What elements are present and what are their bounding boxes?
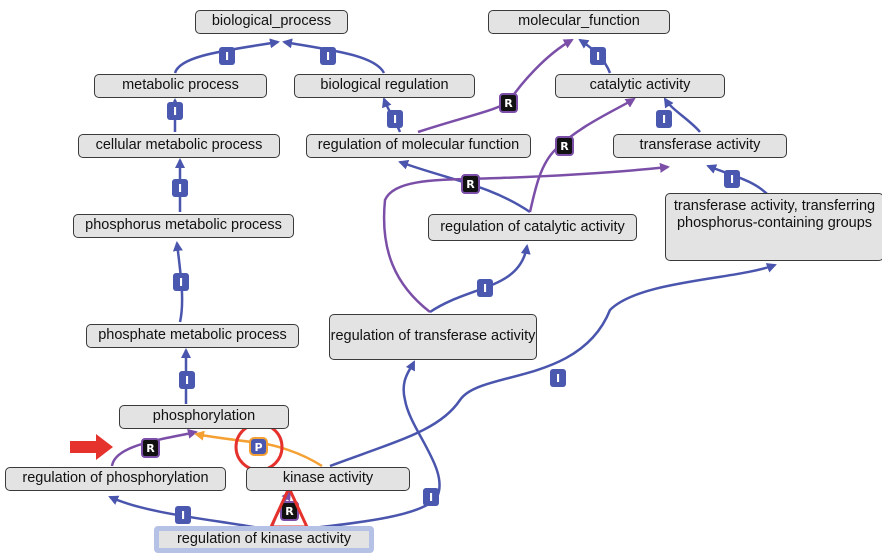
svg-text:I: I: [596, 50, 600, 63]
svg-text:I: I: [730, 173, 734, 186]
node-regulation-of-phosphorylation[interactable]: regulation of phosphorylation: [5, 467, 226, 491]
is-a-badge: I: [320, 47, 336, 65]
regulates-badge: R: [461, 174, 480, 194]
is-a-badge: I: [219, 47, 235, 65]
is-a-badge: I: [423, 488, 439, 506]
node-regulation-of-transferase-activity[interactable]: regulation of transferase activity: [329, 314, 537, 360]
node-transferase-activity[interactable]: transferase activity: [613, 134, 787, 158]
node-kinase-activity[interactable]: kinase activity: [246, 467, 410, 491]
regulates-badge: R: [555, 136, 574, 156]
svg-text:R: R: [285, 505, 294, 518]
svg-text:I: I: [429, 491, 433, 504]
svg-text:I: I: [326, 50, 330, 63]
svg-text:I: I: [181, 509, 185, 522]
is-a-badge: I: [724, 170, 740, 188]
svg-text:I: I: [225, 50, 229, 63]
svg-text:R: R: [146, 442, 155, 455]
edge-metabolic-to-biological-process: [173, 38, 280, 74]
node-phosphorylation[interactable]: phosphorylation: [119, 405, 289, 429]
svg-text:R: R: [560, 140, 569, 153]
node-regulation-of-kinase-activity[interactable]: regulation of kinase activity: [154, 526, 374, 553]
svg-text:I: I: [556, 372, 560, 385]
edge-regkinase-to-regtransferase: [269, 360, 441, 535]
is-a-badge: I: [656, 110, 672, 128]
svg-text:I: I: [179, 276, 183, 289]
svg-text:R: R: [504, 97, 513, 110]
is-a-badge: I: [477, 279, 493, 297]
svg-text:I: I: [185, 374, 189, 387]
node-phosphate-metabolic-process[interactable]: phosphate metabolic process: [86, 324, 299, 348]
node-metabolic-process[interactable]: metabolic process: [94, 74, 267, 98]
node-molecular-function[interactable]: molecular_function: [488, 10, 670, 34]
is-a-badge: I: [173, 273, 189, 291]
edge-regtransferase-to-regcat: [429, 244, 531, 314]
is-a-badge: I: [172, 179, 188, 197]
is-a-badge: I: [550, 369, 566, 387]
node-catalytic-activity[interactable]: catalytic activity: [555, 74, 725, 98]
is-a-badge: I: [590, 47, 606, 65]
is-a-badge: I: [175, 506, 191, 524]
node-cellular-metabolic-process[interactable]: cellular metabolic process: [78, 134, 280, 158]
node-regulation-of-catalytic-activity[interactable]: regulation of catalytic activity: [428, 214, 637, 241]
part-of-badge: P: [249, 437, 268, 456]
node-biological-regulation[interactable]: biological regulation: [294, 74, 475, 98]
node-biological-process[interactable]: biological_process: [195, 10, 348, 34]
svg-text:R: R: [466, 178, 475, 191]
svg-text:I: I: [173, 105, 177, 118]
svg-text:I: I: [483, 282, 487, 295]
edge-bioreg-to-biological-process: [282, 38, 386, 74]
svg-text:I: I: [178, 182, 182, 195]
node-regulation-of-molecular-function[interactable]: regulation of molecular function: [306, 134, 531, 158]
edge-kinase-to-tpcg: [329, 263, 777, 468]
is-a-badge: I: [179, 371, 195, 389]
edge-transferase-to-catalytic: [663, 97, 701, 133]
is-a-badge: I: [167, 102, 183, 120]
node-phosphorus-metabolic-process[interactable]: phosphorus metabolic process: [73, 214, 294, 238]
svg-text:I: I: [393, 113, 397, 126]
svg-text:P: P: [254, 441, 262, 454]
node-transferase-activity-phosphorus[interactable]: transferase activity, transferring phosp…: [665, 193, 882, 261]
edge-tpcg-to-transferase: [706, 164, 771, 198]
edge-regtransferase-regulates-transferase: [382, 162, 670, 313]
is-a-badge: I: [387, 110, 403, 128]
regulates-badge: R: [141, 438, 160, 458]
svg-text:I: I: [662, 113, 666, 126]
regulates-badge: R: [499, 93, 518, 113]
red-arrow-annotation: [70, 434, 113, 460]
